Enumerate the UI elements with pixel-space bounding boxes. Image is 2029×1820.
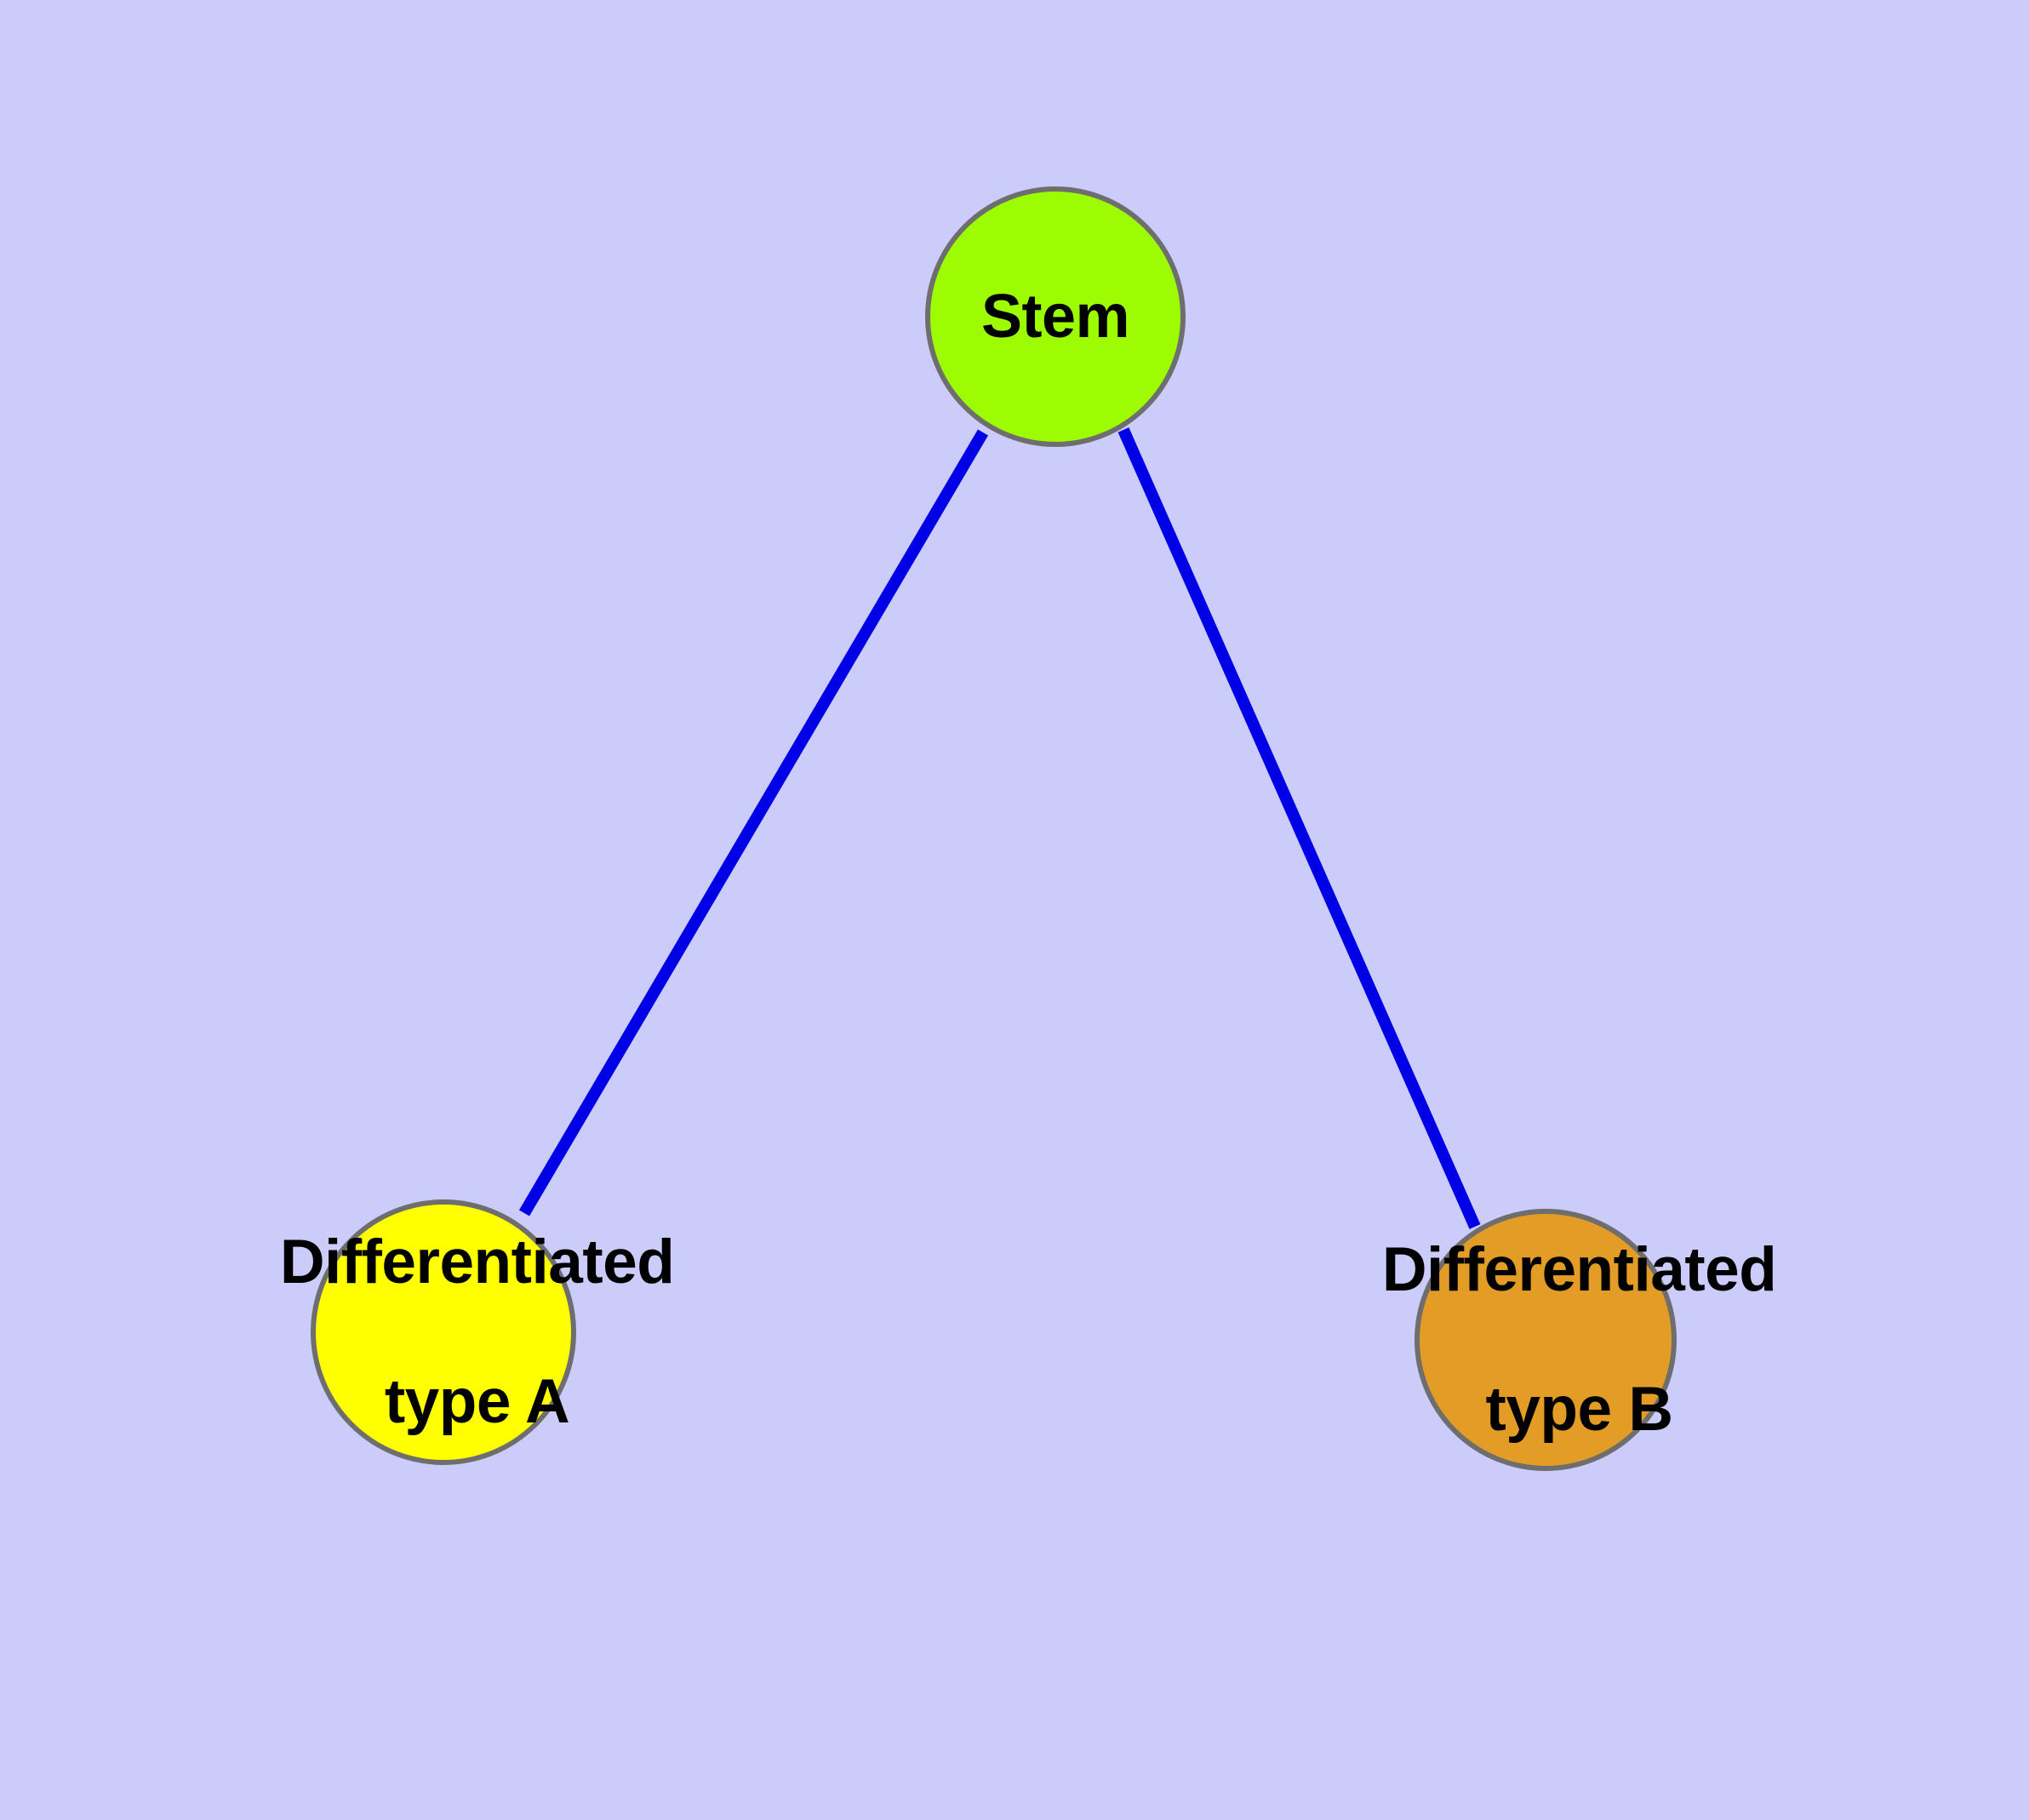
- edge-stem-to-differentiated-a[interactable]: [518, 429, 989, 1216]
- node-differentiated-type-b[interactable]: [1415, 1209, 1677, 1471]
- edges-group: [518, 427, 1481, 1229]
- nodes-group: [311, 186, 1677, 1471]
- node-differentiated-type-a[interactable]: [311, 1199, 576, 1465]
- edge-stem-to-differentiated-b[interactable]: [1117, 427, 1481, 1229]
- node-stem[interactable]: [925, 186, 1186, 447]
